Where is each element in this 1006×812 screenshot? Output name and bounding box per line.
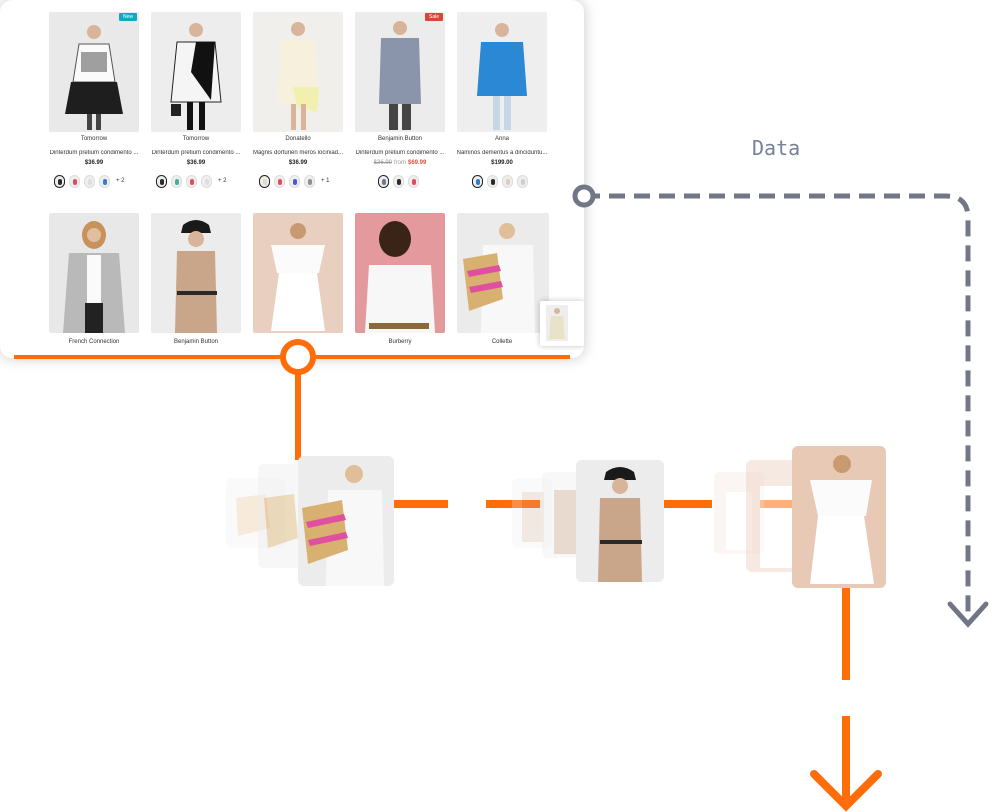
swatch[interactable] xyxy=(502,174,513,188)
product-title[interactable]: Naminos dementus a dinciduntu... xyxy=(456,150,548,156)
product-title[interactable]: Dinterdum pretium condimento ... xyxy=(151,150,241,156)
price-from: from xyxy=(394,160,406,166)
ghost-thumbnail xyxy=(226,478,286,548)
product-brand[interactable]: Tomorrow xyxy=(80,136,108,142)
swatch[interactable] xyxy=(289,174,300,188)
product-image[interactable] xyxy=(49,213,139,333)
product-image[interactable] xyxy=(457,213,549,333)
swatch[interactable] xyxy=(378,174,389,188)
old-price: $36.99 xyxy=(373,160,392,166)
ghost-thumbnail xyxy=(512,478,552,548)
data-label: Data xyxy=(752,136,801,160)
more-colors[interactable]: + 2 xyxy=(116,178,125,184)
product-title[interactable]: Magnis dorturien meros lociniad... xyxy=(252,150,344,156)
swatch[interactable] xyxy=(156,174,167,188)
color-swatches: + 2 xyxy=(54,174,154,188)
swatch[interactable] xyxy=(69,174,80,188)
product-price: $36.99 xyxy=(84,160,104,166)
color-swatches: + 2 xyxy=(156,174,256,188)
swatch[interactable] xyxy=(201,174,212,188)
product-image[interactable] xyxy=(151,213,241,333)
swatch[interactable] xyxy=(84,174,95,188)
orange-arrow-head xyxy=(810,770,882,812)
product-image[interactable] xyxy=(253,12,343,132)
product-image[interactable] xyxy=(457,12,547,132)
swatch[interactable] xyxy=(186,174,197,188)
product-title[interactable]: Dinterdum pretium condimento ... xyxy=(355,150,445,156)
swatch[interactable] xyxy=(304,174,315,188)
swatch[interactable] xyxy=(517,174,528,188)
product-grid-card: New Tomorrow Dinterdum pretium condiment… xyxy=(0,0,584,358)
color-swatches xyxy=(472,174,572,188)
swatch[interactable] xyxy=(171,174,182,188)
product-brand[interactable]: Donatello xyxy=(285,136,311,142)
product-brand[interactable]: Benjamin Button xyxy=(377,136,423,142)
flow-thumbnail[interactable] xyxy=(576,460,664,582)
flow-thumbnail[interactable] xyxy=(298,456,394,586)
product-image[interactable] xyxy=(253,213,343,333)
swatch[interactable] xyxy=(274,174,285,188)
product-title[interactable]: Dinterdum pretium condimento ... xyxy=(49,150,139,156)
ghost-thumbnail xyxy=(714,472,764,554)
badge-sale: Sale xyxy=(424,13,443,21)
product-image[interactable]: New xyxy=(49,12,139,132)
flow-thumbnail[interactable] xyxy=(792,446,886,588)
product-image[interactable] xyxy=(151,12,241,132)
product-image[interactable] xyxy=(355,213,445,333)
sale-price: $69.99 xyxy=(408,160,427,166)
color-swatches: + 1 xyxy=(259,174,359,188)
swatch[interactable] xyxy=(408,174,419,188)
product-brand[interactable]: Tomorrow xyxy=(182,136,210,142)
more-colors[interactable]: + 1 xyxy=(321,178,330,184)
swatch[interactable] xyxy=(472,174,483,188)
swatch[interactable] xyxy=(487,174,498,188)
badge-new: New xyxy=(118,13,137,21)
product-price: $199.00 xyxy=(491,160,513,166)
swatch[interactable] xyxy=(259,174,270,188)
product-brand[interactable]: French Connection xyxy=(68,339,120,345)
product-price: $36.99 xyxy=(288,160,308,166)
product-brand[interactable]: Benjamin Button xyxy=(173,339,219,345)
swatch[interactable] xyxy=(54,174,65,188)
more-colors[interactable]: + 2 xyxy=(218,178,227,184)
color-swatches xyxy=(378,174,478,188)
product-brand[interactable]: Burberry xyxy=(388,339,412,345)
product-image[interactable]: Sale xyxy=(355,12,445,132)
product-brand[interactable]: Collette xyxy=(491,339,513,345)
quick-view-popup[interactable] xyxy=(540,301,584,346)
product-price: $36.99 xyxy=(186,160,206,166)
product-brand[interactable]: Anna xyxy=(494,136,509,142)
swatch[interactable] xyxy=(99,174,110,188)
dashed-arrow-head xyxy=(947,601,989,628)
swatch[interactable] xyxy=(393,174,404,188)
